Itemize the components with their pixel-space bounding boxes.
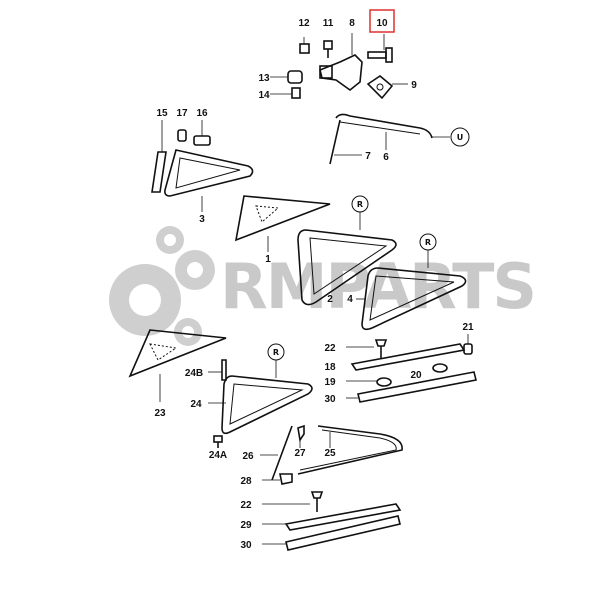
callout-17: 17 <box>176 108 188 119</box>
part-30-strip-lower <box>262 515 401 551</box>
symbol-s1: R <box>351 195 369 230</box>
part-16-screw <box>193 120 211 146</box>
part-18-rail <box>350 343 466 371</box>
part-21-clip <box>463 334 473 355</box>
callout-22-upper: 22 <box>324 343 336 354</box>
part-4-seal <box>356 267 467 331</box>
callout-21: 21 <box>462 322 474 333</box>
part-11-screw <box>323 40 333 58</box>
part-7-strip <box>329 119 362 165</box>
part-24-seal <box>208 375 313 435</box>
part-13-knob <box>270 70 303 84</box>
highlight-box <box>369 9 395 33</box>
callout-9: 9 <box>411 80 417 91</box>
symbol-u: U <box>450 127 470 147</box>
callout-26: 26 <box>242 451 254 462</box>
part-9-plate <box>366 75 408 100</box>
part-10-pin <box>367 34 393 63</box>
callout-16: 16 <box>196 108 208 119</box>
part-22-screw-lower <box>262 491 324 512</box>
part-30-strip-upper <box>346 371 477 403</box>
callout-8: 8 <box>349 18 355 29</box>
part-12-bolt <box>299 37 310 54</box>
part-14-screw <box>270 87 301 99</box>
callout-4: 4 <box>347 294 353 305</box>
callout-19: 19 <box>324 377 336 388</box>
part-6-rail <box>335 113 450 150</box>
part-27-clip <box>297 424 305 448</box>
callout-3: 3 <box>199 214 205 225</box>
callout-23: 23 <box>154 408 166 419</box>
watermark-text: RMPARTS <box>220 250 535 323</box>
callout-28: 28 <box>240 476 252 487</box>
part-22-screw-upper <box>346 339 388 358</box>
part-26-strip <box>260 425 293 481</box>
callout-27: 27 <box>294 448 306 459</box>
callout-24a: 24A <box>209 450 227 461</box>
callout-12: 12 <box>298 18 310 29</box>
part-29-rail <box>262 503 402 531</box>
gear-logo-icon <box>109 226 215 346</box>
part-2-seal <box>297 229 397 306</box>
part-15-strip <box>151 120 167 193</box>
callout-15: 15 <box>156 108 168 119</box>
symbol-s3: R <box>267 343 285 378</box>
callout-30-upper: 30 <box>324 394 336 405</box>
watermark: RMPARTS <box>109 226 537 346</box>
callout-13: 13 <box>258 73 270 84</box>
callout-30-lower: 30 <box>240 540 252 551</box>
part-8-latch <box>319 33 363 92</box>
part-24b-strip <box>208 359 227 381</box>
part-3-frame <box>164 149 254 212</box>
symbol-s3-text: R <box>273 348 279 357</box>
callout-7: 7 <box>365 151 371 162</box>
callout-2: 2 <box>327 294 333 305</box>
part-17-clip <box>177 129 187 142</box>
symbol-s2: R <box>419 233 437 268</box>
callout-labels: 12 11 8 10 13 9 14 15 17 16 7 6 3 1 2 4 … <box>154 18 474 551</box>
callout-20: 20 <box>410 370 422 381</box>
callout-29: 29 <box>240 520 252 531</box>
symbol-s1-text: R <box>357 200 363 209</box>
symbol-u-text: U <box>457 133 464 142</box>
part-20-washer <box>432 363 448 373</box>
part-23-glass <box>128 329 227 402</box>
part-25-rail <box>297 425 403 475</box>
callout-18: 18 <box>324 362 336 373</box>
callout-14: 14 <box>258 90 270 101</box>
part-28-endpiece <box>262 473 293 485</box>
callout-11: 11 <box>323 18 334 29</box>
part-24a-clip <box>213 435 223 448</box>
callout-10: 10 <box>376 18 388 29</box>
part-1-glass <box>234 195 331 252</box>
symbol-s2-text: R <box>425 238 431 247</box>
callout-1: 1 <box>265 254 271 265</box>
callout-22-lower: 22 <box>240 500 252 511</box>
callout-6: 6 <box>383 152 389 163</box>
callout-24b: 24B <box>185 368 203 379</box>
part-19-washer <box>346 377 392 387</box>
callout-24: 24 <box>190 399 202 410</box>
callout-25: 25 <box>324 448 336 459</box>
